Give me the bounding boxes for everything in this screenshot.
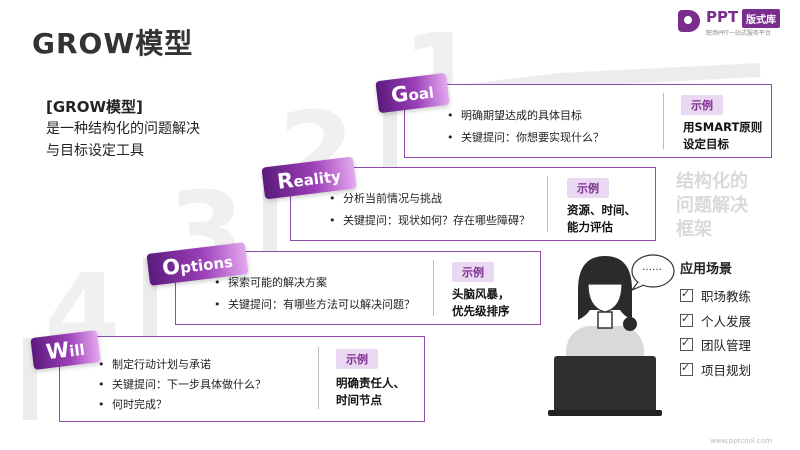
speech-bubble-text: …… [642,262,662,273]
divider [663,93,664,149]
logo-subtitle: 职场PPT一站式服务平台 [706,30,771,37]
logo-icon [678,10,700,32]
will-example-line-1: 明确责任人、 [336,376,405,390]
side-caption-line-2: 问题解决 [676,195,748,216]
goal-example: 用SMART原则 设定目标 [683,119,762,153]
side-caption-line-3: 框架 [676,219,712,240]
reality-bullet-2: 关键提问：现状如何？存在哪些障碍？ [329,210,530,232]
scenarios-title: 应用场景 [680,262,733,277]
checkbox-icon [680,312,693,327]
goal-label-rest: oal [407,83,436,105]
logo-badge: 版式库 [742,9,780,28]
will-label-cap: W [44,337,71,365]
checkbox-icon [680,336,693,351]
example-tag: 示例 [452,262,494,282]
speech-bubble-icon [630,254,675,292]
reality-label-cap: R [275,168,295,194]
reality-label-rest: eality [292,167,342,191]
options-label-rest: ptions [179,252,234,278]
scenario-label: 个人发展 [701,314,752,329]
scenario-label: 职场教练 [701,289,752,304]
reality-example: 资源、时间、 能力评估 [567,202,636,236]
checkbox-icon [680,287,693,302]
will-example: 明确责任人、 时间节点 [336,375,405,409]
goal-example-line-2: 设定目标 [683,137,729,151]
intro-line-1: 是一种结构化的问题解决 [46,121,200,137]
will-bullet-2-cont: 何时完成？ [98,395,266,415]
scenario-item: 个人发展 [680,311,751,330]
intro-heading: [GROW模型] [46,98,143,116]
options-bullet-2: 关键提问：有哪些方法可以解决问题？ [214,294,415,316]
goal-bullets: 明确期望达成的具体目标 关键提问：你想要实现什么？ [447,105,604,149]
goal-example-line-1: 用SMART原则 [683,120,763,134]
options-label-cap: O [160,254,182,281]
example-tag: 示例 [681,95,723,115]
logo-brand: PPT [706,8,739,26]
side-caption-line-1: 结构化的 [676,171,748,192]
reality-example-line-1: 资源、时间、 [567,203,636,217]
goal-label-cap: G [389,81,410,108]
options-bullet-1: 探索可能的解决方案 [214,272,415,294]
checkbox-icon [680,361,693,376]
scenario-label: 团队管理 [701,338,752,353]
example-tag: 示例 [336,349,378,369]
will-bullet-2: 关键提问：下一步具体做什么？ [98,375,266,395]
person-laptop-illustration [548,256,662,416]
goal-bullet-2: 关键提问：你想要实现什么？ [447,127,604,149]
options-example-line-1: 头脑风暴， [452,287,510,301]
logo: PPT 版式库 职场PPT一站式服务平台 [678,8,790,37]
example-tag: 示例 [567,178,609,198]
will-bullets: 制定行动计划与承诺 关键提问：下一步具体做什么？ 何时完成？ [98,355,266,415]
goal-card: 明确期望达成的具体目标 关键提问：你想要实现什么？ 示例 用SMART原则 设定… [404,84,772,158]
side-caption: 结构化的 问题解决 框架 [676,170,748,242]
reality-example-line-2: 能力评估 [567,220,613,234]
options-bullets: 探索可能的解决方案 关键提问：有哪些方法可以解决问题？ [214,272,415,316]
goal-bullet-1: 明确期望达成的具体目标 [447,105,604,127]
divider [318,347,319,409]
will-label-rest: ill [68,340,86,361]
reality-card: 分析当前情况与挑战 关键提问：现状如何？存在哪些障碍？ 示例 资源、时间、 能力… [290,167,656,241]
scenario-item: 项目规划 [680,360,751,379]
website-watermark: www.pptcool.com [710,437,772,445]
will-bullet-1: 制定行动计划与承诺 [98,355,266,375]
divider [433,260,434,316]
intro-line-2: 与目标设定工具 [46,143,144,159]
will-card: 制定行动计划与承诺 关键提问：下一步具体做什么？ 何时完成？ 示例 明确责任人、… [59,336,425,422]
reality-bullets: 分析当前情况与挑战 关键提问：现状如何？存在哪些障碍？ [329,188,530,232]
scenario-label: 项目规划 [701,363,752,378]
page-title: GROW模型 [32,27,194,60]
will-bullet-2-cont-text: 何时完成？ [112,398,167,411]
options-example: 头脑风暴， 优先级排序 [452,286,510,320]
reality-bullet-1: 分析当前情况与挑战 [329,188,530,210]
options-example-line-2: 优先级排序 [452,304,510,318]
intro-text: [GROW模型] 是一种结构化的问题解决 与目标设定工具 [46,96,200,162]
scenario-item: 职场教练 [680,286,751,305]
divider [547,176,548,232]
scenario-item: 团队管理 [680,335,751,354]
will-example-line-2: 时间节点 [336,393,382,407]
